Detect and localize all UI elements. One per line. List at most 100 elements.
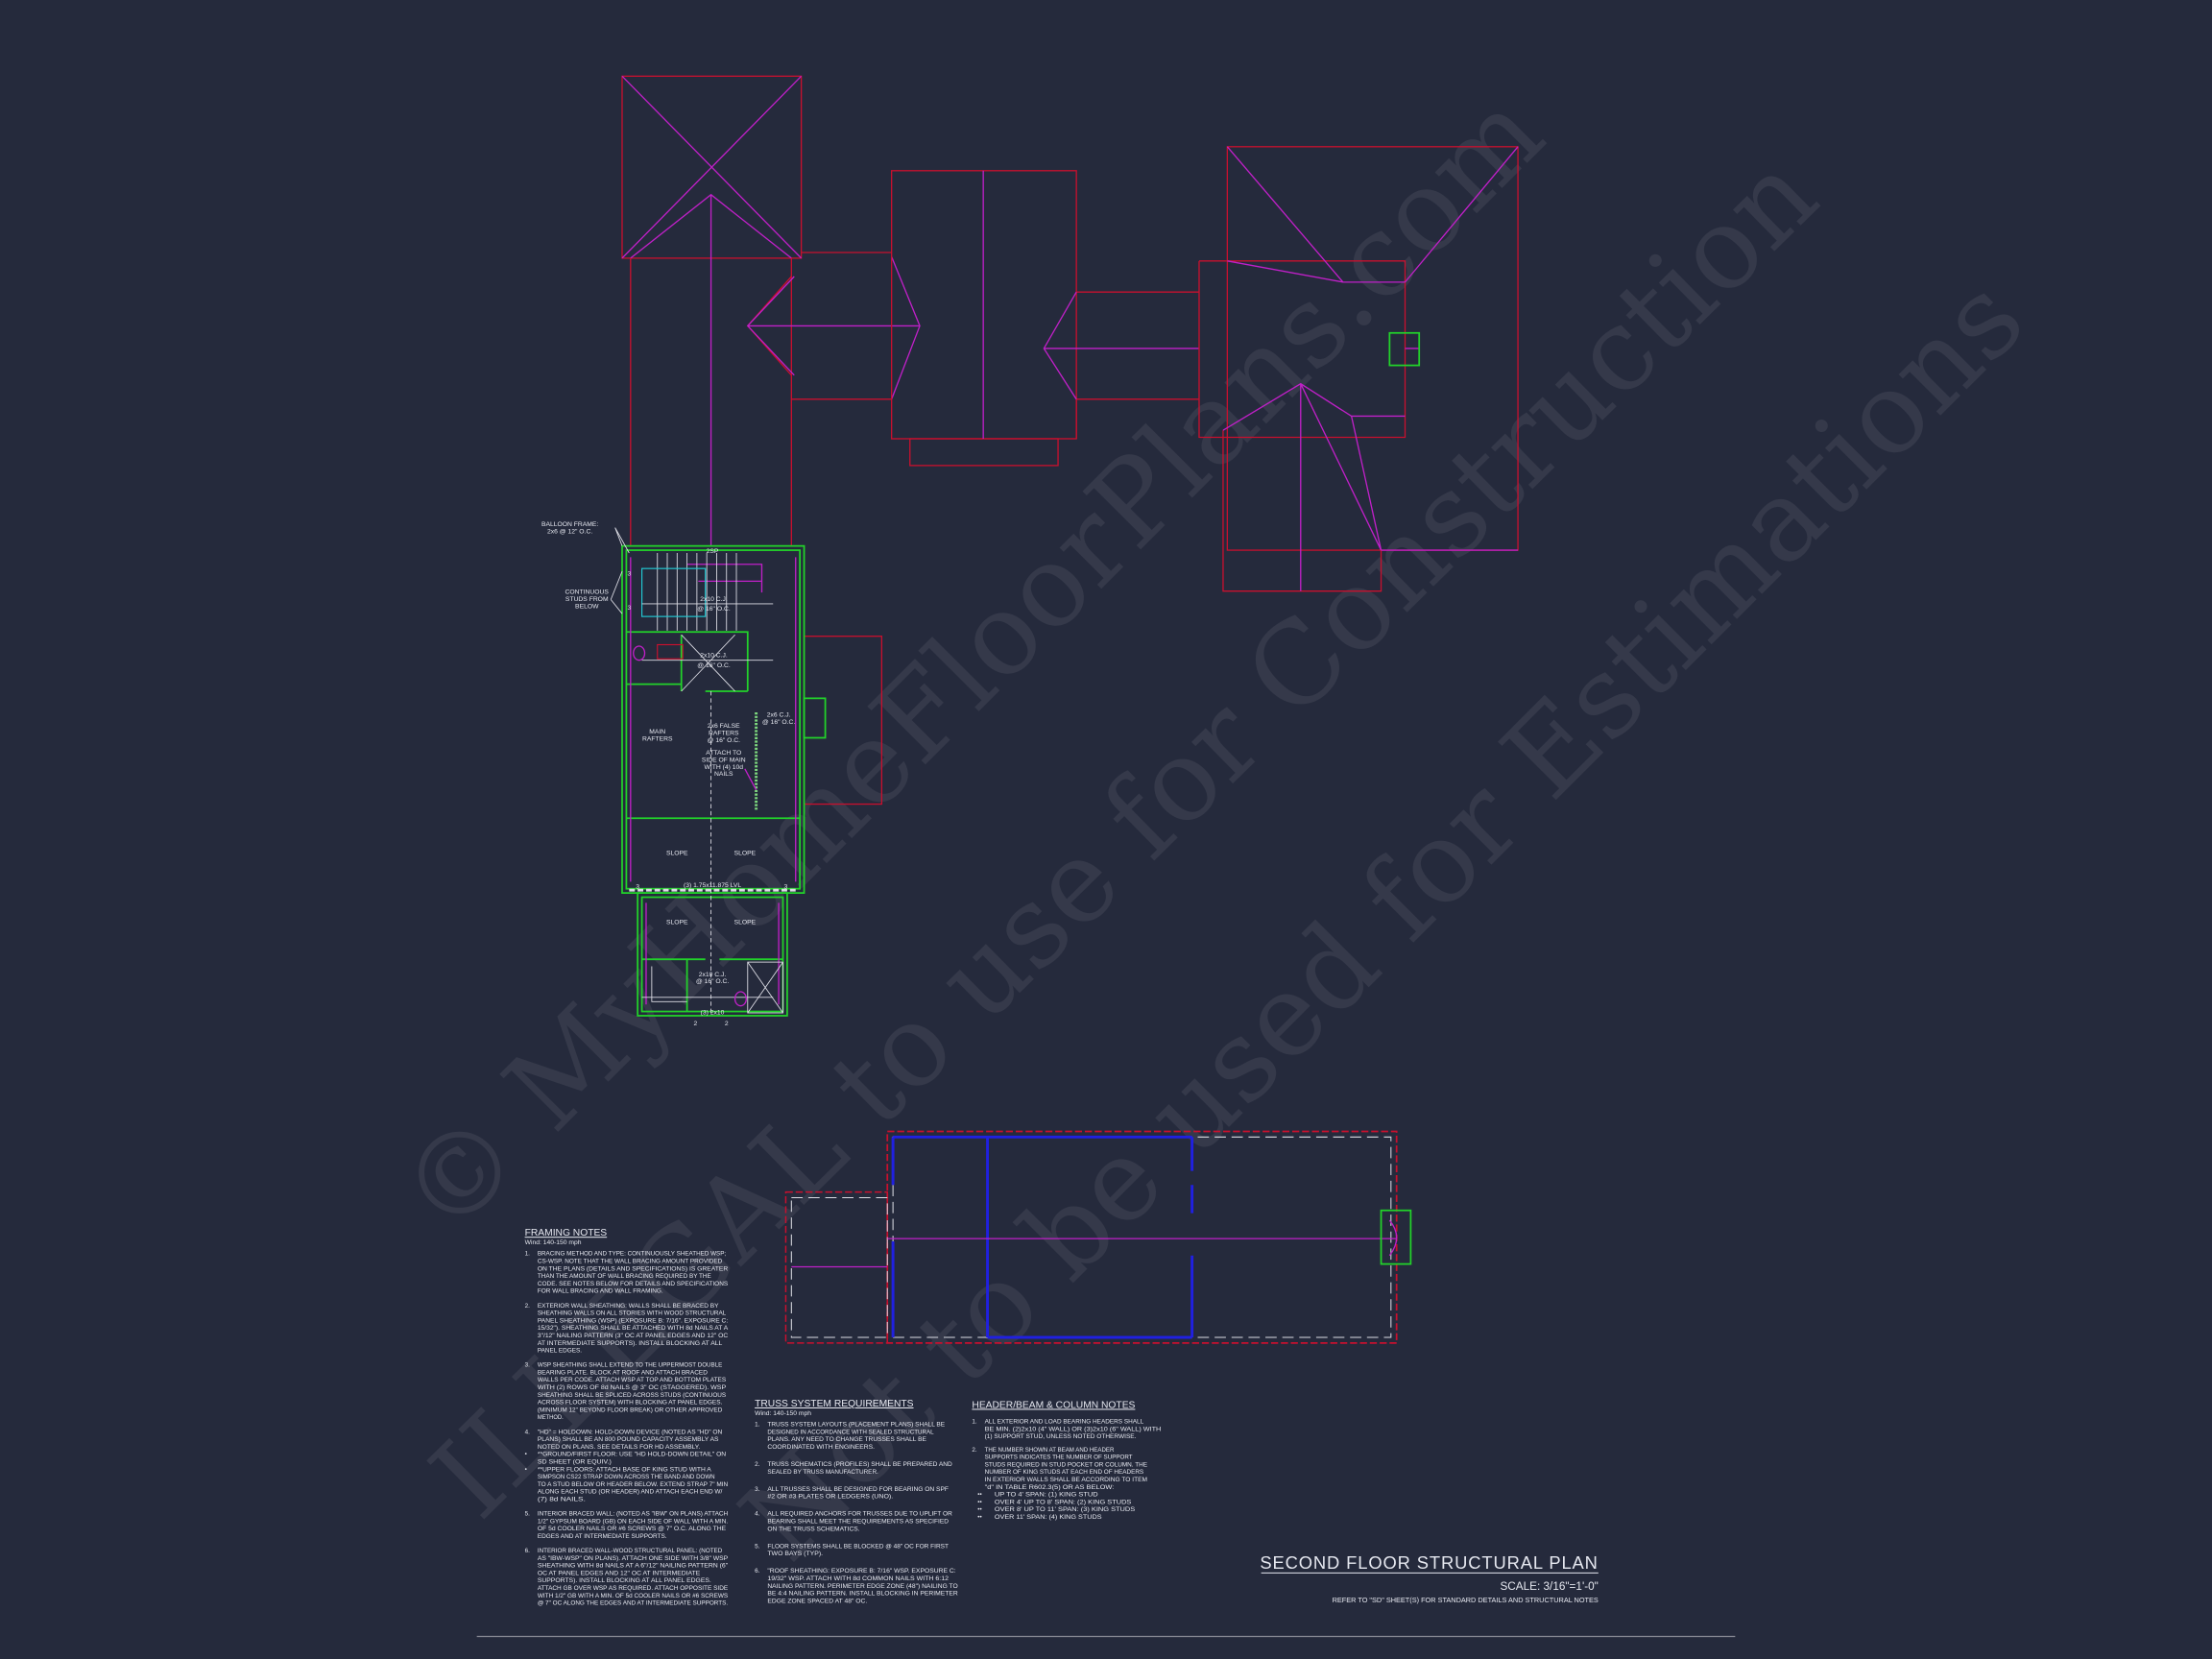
note-line: WITH (2) ROWS OF 8d NAILS @ 3" OC (STAGG… [538, 1384, 726, 1391]
note-line: ALL EXTERIOR AND LOAD BEARING HEADERS SH… [985, 1419, 1144, 1426]
note-number: 1. [525, 1251, 531, 1258]
main-rafters-1: MAIN [649, 729, 665, 735]
stair-treads [657, 553, 737, 631]
note-number: •• [977, 1492, 981, 1499]
note-line: ALONG EACH STUD (OR HEADER) AND ATTACH E… [538, 1489, 723, 1496]
balloon-frame-label-1: BALLOON FRAME: [541, 521, 598, 528]
continuous-studs-label-2: STUDS FROM [565, 596, 609, 603]
note-line: PANEL SHEATHING (WSP) (EXPOSURE B: 7/16"… [538, 1317, 729, 1324]
note-line: ALL REQUIRED ANCHORS FOR TRUSSES DUE TO … [767, 1511, 952, 1518]
note-line: BE 4:4 NAILING PATTERN. INSTALL BLOCKING… [767, 1591, 958, 1598]
note-line: @ 7" OC ALONG THE EDGES AND AT INTERMEDI… [538, 1600, 729, 1607]
note-line: SHEATHING WALLS ON ALL STORIES WITH WOOD… [538, 1310, 727, 1317]
attach-note-4: NAILS [714, 771, 733, 778]
note-line: CODE. SEE NOTES BELOW FOR DETAILS AND SP… [538, 1281, 728, 1287]
note-line: ACROSS FLOOR SYSTEM) WITH BLOCKING AT PA… [538, 1400, 723, 1407]
note-number: • [525, 1452, 527, 1458]
false-rafters-2: RAFTERS [709, 731, 739, 737]
note-number: • [525, 1466, 527, 1473]
plan-annotations: BALLOON FRAME: 2x6 @ 12" O.C. CONTINUOUS… [541, 521, 795, 1027]
note-number: 3. [525, 1362, 531, 1369]
stud-count: 3 [784, 884, 788, 891]
note-line: TRUSS SYSTEM LAYOUTS (PLACEMENT PLANS) S… [767, 1422, 945, 1429]
note-line: OC AT PANEL EDGES AND 12" OC AT INTERMED… [538, 1570, 700, 1576]
note-number: 6. [755, 1568, 760, 1575]
note-line: FOR WALL BRACING AND WALL FRAMING. [538, 1288, 663, 1295]
lvl-beam-label: (3) 1.75x11.875 LVL [684, 882, 741, 889]
note-line: 3"/12" NAILING PATTERN (3" OC AT PANEL E… [538, 1333, 729, 1339]
stud-count: 2 [694, 1021, 698, 1027]
false-rafters-1: 2x6 FALSE [708, 723, 740, 730]
note-line: DESIGNED IN ACCORDANCE WITH SEALED STRUC… [767, 1429, 934, 1435]
note-line: OVER 4' UP TO 8' SPAN: (2) KING STUDS [995, 1499, 1131, 1505]
note-line: ON THE TRUSS SCHEMATICS. [767, 1526, 860, 1532]
floor-plan: BALLOON FRAME: 2x6 @ 12" O.C. CONTINUOUS… [541, 521, 883, 1027]
note-line: WALLS PER CODE. ATTACH WSP AT TOP AND BO… [538, 1377, 726, 1383]
note-line: OVER 11' SPAN: (4) KING STUDS [995, 1514, 1102, 1521]
note-line: SUPPORTS INDICATES THE NUMBER OF SUPPORT [985, 1455, 1133, 1461]
note-line: AT INTERMEDIATE SUPPORTS). INSTALL BLOCK… [538, 1340, 723, 1347]
balloon-frame-label-2: 2x6 @ 12" O.C. [547, 528, 592, 535]
note-line: 1/2" GYPSUM BOARD (GB) ON EACH SIDE OF W… [538, 1518, 729, 1525]
cj-lower-1: 2x10 C.J. [699, 972, 727, 978]
note-line: OF 5d COOLER NAILS OR #6 SCREWS @ 7" O.C… [538, 1526, 726, 1532]
sheet-title: SECOND FLOOR STRUCTURAL PLAN [1260, 1552, 1598, 1573]
header-lower-label: (3) 2x10 [701, 1009, 725, 1016]
note-line: STUDS REQUIRED IN STUD POCKET OR COLUMN.… [985, 1461, 1147, 1468]
stud-count: 3 [636, 884, 639, 891]
sheet-scale: SCALE: 3/16"=1'-0" [1500, 1580, 1598, 1593]
note-line: WSP SHEATHING SHALL EXTEND TO THE UPPERM… [538, 1362, 722, 1369]
stud-count: 3 [627, 605, 631, 612]
note-line: PANEL EDGES. [538, 1348, 582, 1355]
note-line: INTERIOR BRACED WALL: (NOTED AS "IBW" ON… [538, 1511, 729, 1518]
slope-label: SLOPE [734, 919, 757, 926]
note-line: ATTACH GB OVER WSP AS REQUIRED. ATTACH O… [538, 1585, 728, 1592]
note-line: "ROOF SHEATHING: EXPOSURE B: 7/16" WSP. … [767, 1568, 956, 1575]
note-number: 1. [755, 1422, 760, 1429]
note-line: **GROUND/FIRST FLOOR: USE "HD HOLD-DOWN … [538, 1452, 727, 1458]
note-line: BE MIN. (2)2x10 (4" WALL) OR (3)2x10 (6"… [985, 1426, 1162, 1432]
note-line: INTERIOR BRACED WALL-WOOD STRUCTURAL PAN… [538, 1548, 723, 1554]
note-number: •• [977, 1506, 981, 1513]
note-line: EXTERIOR WALL SHEATHING: WALLS SHALL BE … [538, 1303, 719, 1310]
note-line: UP TO 4' SPAN: (1) KING STUD [995, 1492, 1098, 1499]
note-line: CS-WSP. NOTE THAT THE WALL BRACING AMOUN… [538, 1259, 723, 1265]
note-line: (MINIMUM 12" BEYOND FLOOR BREAK) OR OTHE… [538, 1407, 723, 1413]
note-line: SD SHEET (OR EQUIV.) [538, 1458, 612, 1465]
note-number: 4. [525, 1429, 531, 1435]
note-number: 5. [525, 1511, 531, 1518]
slope-label: SLOPE [666, 919, 688, 926]
note-number: 6. [525, 1548, 531, 1554]
main-rafters-2: RAFTERS [642, 735, 673, 742]
sheet-refer-note: REFER TO "SD" SHEET(S) FOR STANDARD DETA… [1333, 1596, 1599, 1604]
note-line: EDGE ZONE SPACED AT 48" OC. [767, 1598, 867, 1604]
notes-title: FRAMING NOTES [525, 1228, 608, 1238]
note-line: TO A STUD BELOW OR HEADER BELOW. EXTEND … [538, 1481, 729, 1488]
slope-label: SLOPE [734, 850, 757, 856]
note-line: BEARING PLATE. BLOCK AT ROOF AND ATTACH … [538, 1369, 709, 1376]
note-line: (1) SUPPORT STUD, UNLESS NOTED OTHERWISE… [985, 1433, 1137, 1440]
note-line: OVER 8' UP TO 11' SPAN: (3) KING STUDS [995, 1506, 1135, 1513]
stud-count: 3 [627, 571, 631, 578]
note-line: COORDINATED WITH ENGINEERS. [767, 1444, 875, 1451]
cj-2x10-mid-1: 2x10 C.J. [700, 653, 728, 660]
note-line: 15/32"). SHEATHING SHALL BE ATTACHED WIT… [538, 1325, 729, 1332]
note-line: PLANS. ANY NEED TO CHANGE TRUSSES SHALL … [767, 1436, 926, 1443]
note-line: METHOD. [538, 1414, 564, 1421]
note-line: SIMPSON CS22 STRAP DOWN ACROSS THE BAND … [538, 1474, 715, 1480]
note-line: #2 OR #3 PLATES OR LEDGERS (UNO). [767, 1494, 893, 1501]
note-number: 2. [525, 1303, 531, 1310]
note-number: •• [977, 1499, 981, 1505]
stud-count: 2 [725, 1021, 729, 1027]
note-line: SHEATHING SHALL BE SPLICED ACROSS STUDS … [538, 1392, 726, 1399]
note-line: ON THE PLANS (DETAILS AND SPECIFICATIONS… [538, 1265, 729, 1272]
note-line: PLANS) SHALL BE AN 800 POUND CAPACITY AS… [538, 1436, 719, 1443]
attach-note-1: ATTACH TO [706, 750, 741, 757]
note-line: WITH 1/2" GB WITH A MIN. OF 5d COOLER NA… [538, 1593, 728, 1599]
note-line: 19/32" WSP. ATTACH WITH 8d COMMON NAILS … [767, 1575, 949, 1582]
note-line: AS "IBW-WSP" ON PLANS). ATTACH ONE SIDE … [538, 1555, 728, 1562]
